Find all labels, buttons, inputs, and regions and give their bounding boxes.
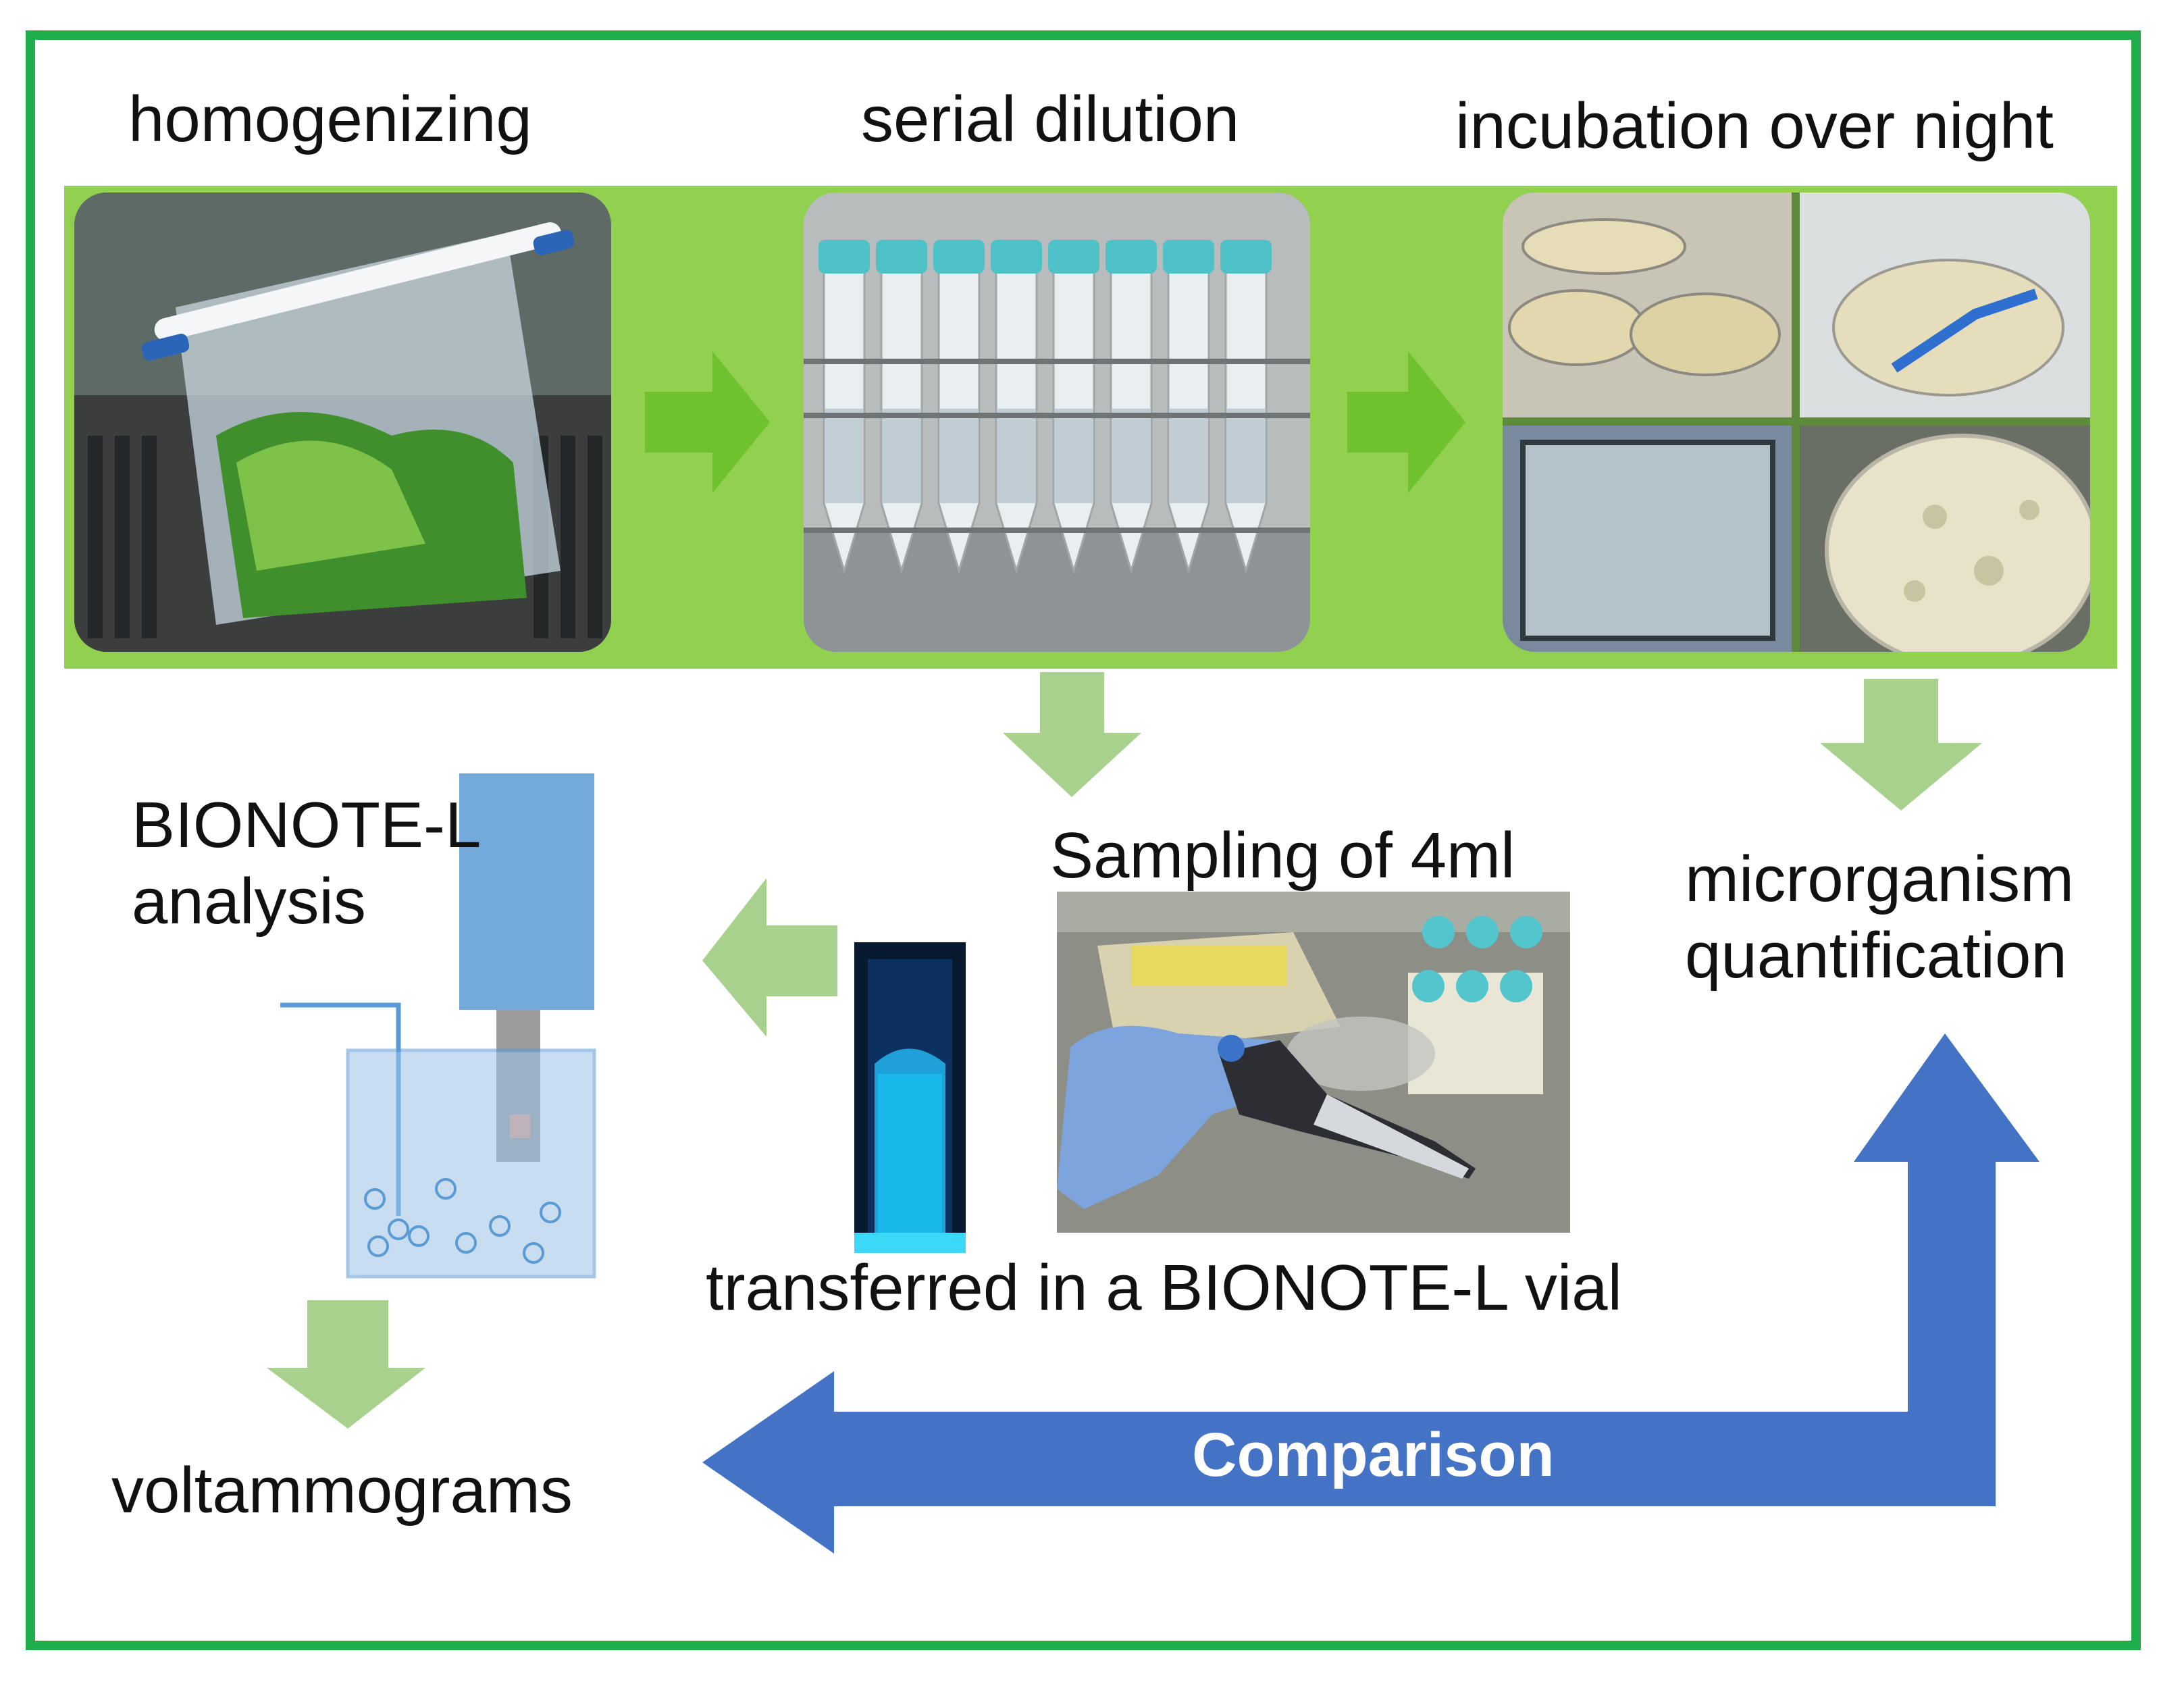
flow-arrow-down-dilution [1003, 672, 1141, 797]
incubation-plates-photo [1503, 193, 2090, 652]
stomacher-bag-photo [74, 193, 611, 652]
centrifuge-tubes-photo [804, 193, 1310, 652]
label-quant-line2: quantification [1685, 919, 2067, 992]
label-bionote-analysis: BIONOTE-L analysis [132, 787, 481, 940]
flow-arrow-left [702, 878, 837, 1037]
cuvette-icon [854, 942, 966, 1253]
comparison-arrow-shape [702, 1033, 2039, 1554]
flow-arrow-2 [1347, 351, 1465, 493]
flow-arrow-down-incubation [1820, 679, 1982, 811]
label-sampling: Sampling of 4ml [1050, 819, 1515, 892]
label-comparison: Comparison [1192, 1420, 1555, 1489]
pipette-sampling-photo [1057, 892, 1570, 1233]
label-bionote-line1: BIONOTE-L [132, 789, 482, 861]
label-voltammograms: voltammograms [111, 1454, 573, 1527]
label-bionote-line2: analysis [132, 865, 366, 938]
label-quantification: microrganism quantification [1685, 841, 2074, 994]
flow-arrow-1 [645, 351, 770, 493]
label-homogenizing: homogenizing [128, 83, 532, 155]
label-transferred: transferred in a BIONOTE-L vial [706, 1252, 1622, 1324]
electrochemical-cell-icon [280, 773, 596, 1279]
label-quant-line1: microrganism [1685, 843, 2075, 915]
label-serial-dilution: serial dilution [861, 83, 1240, 155]
flow-arrow-down-voltammograms [267, 1300, 425, 1429]
label-incubation: incubation over night [1455, 90, 2054, 162]
